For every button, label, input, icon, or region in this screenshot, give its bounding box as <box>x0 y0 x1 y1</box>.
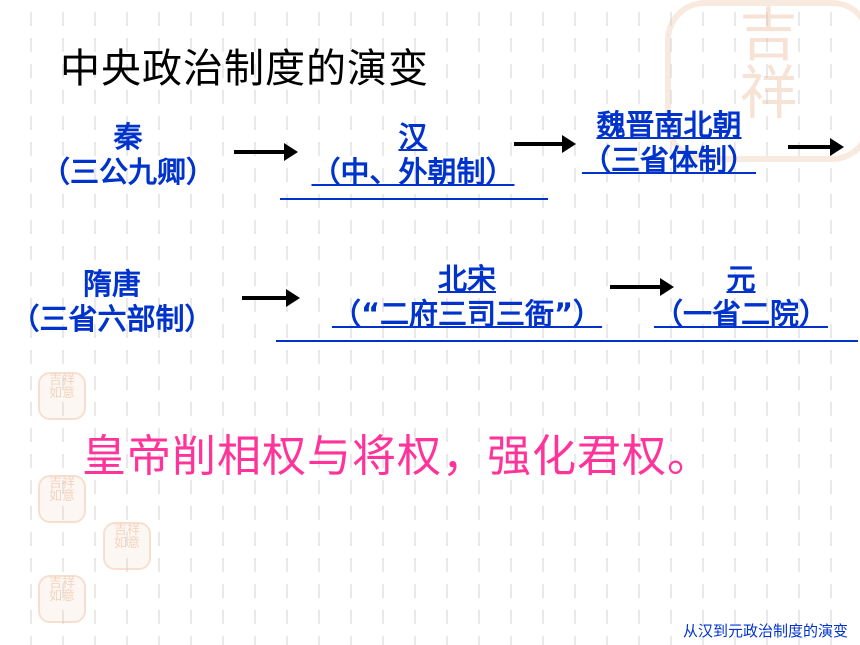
node-name: 秦 <box>113 120 143 154</box>
arrow-right-icon <box>788 138 844 156</box>
node-detail: （三省六部制） <box>10 301 214 336</box>
node-detail: （“二府三司三衙”） <box>331 296 603 331</box>
auspicious-seal-large: 吉 祥 <box>665 0 860 162</box>
underline-bar <box>276 340 858 342</box>
node-yuan-link[interactable]: 元 （一省二院） <box>630 262 852 332</box>
seal-text: 如意 <box>48 386 75 401</box>
auspicious-seal-small: 吉祥 如意 <box>103 522 151 570</box>
seal-text: 吉祥 <box>48 476 75 491</box>
seal-text: 如意 <box>113 536 140 551</box>
footer-caption: 从汉到元政治制度的演变 <box>682 622 848 640</box>
summary-text: 皇帝削相权与将权，强化君权。 <box>82 431 712 482</box>
auspicious-seal-small: 吉祥 如意 <box>38 475 86 523</box>
arrow-right-icon <box>610 278 674 296</box>
node-name: 汉 <box>398 120 428 154</box>
seal-text: 吉祥 <box>48 373 75 388</box>
node-detail: （中、外朝制） <box>311 154 515 189</box>
seal-text: 如意 <box>48 589 75 604</box>
page-title: 中央政治制度的演变 <box>60 46 429 92</box>
node-detail: （三公九卿） <box>40 154 215 189</box>
node-han-link[interactable]: 汉 （中、外朝制） <box>282 120 544 190</box>
auspicious-seal-small: 吉祥 如意 <box>38 372 86 420</box>
node-name: 北宋 <box>437 262 496 296</box>
node-weijin-link[interactable]: 魏晋南北朝 （三省体制） <box>568 108 770 178</box>
node-name: 元 <box>726 262 756 296</box>
arrow-right-icon <box>242 289 300 307</box>
seal-text: 如意 <box>48 489 75 504</box>
seal-text: 吉祥 <box>113 523 140 538</box>
seal-text: 吉祥 <box>48 576 75 591</box>
node-detail: （一省二院） <box>653 296 828 331</box>
node-beisong-link[interactable]: 北宋 （“二府三司三衙”） <box>300 262 634 332</box>
auspicious-seal-small: 吉祥 如意 <box>38 575 86 623</box>
seal-char: 祥 <box>739 59 798 127</box>
node-suitang: 隋唐 （三省六部制） <box>0 267 224 337</box>
node-qin: 秦 （三公九卿） <box>28 120 228 190</box>
arrow-right-icon <box>514 135 576 153</box>
underline-bar <box>280 198 548 200</box>
arrow-right-icon <box>234 143 298 161</box>
seal-char: 吉 <box>739 1 798 69</box>
node-name: 魏晋南北朝 <box>596 108 742 142</box>
node-detail: （三省体制） <box>581 142 756 177</box>
node-name: 隋唐 <box>82 267 141 301</box>
